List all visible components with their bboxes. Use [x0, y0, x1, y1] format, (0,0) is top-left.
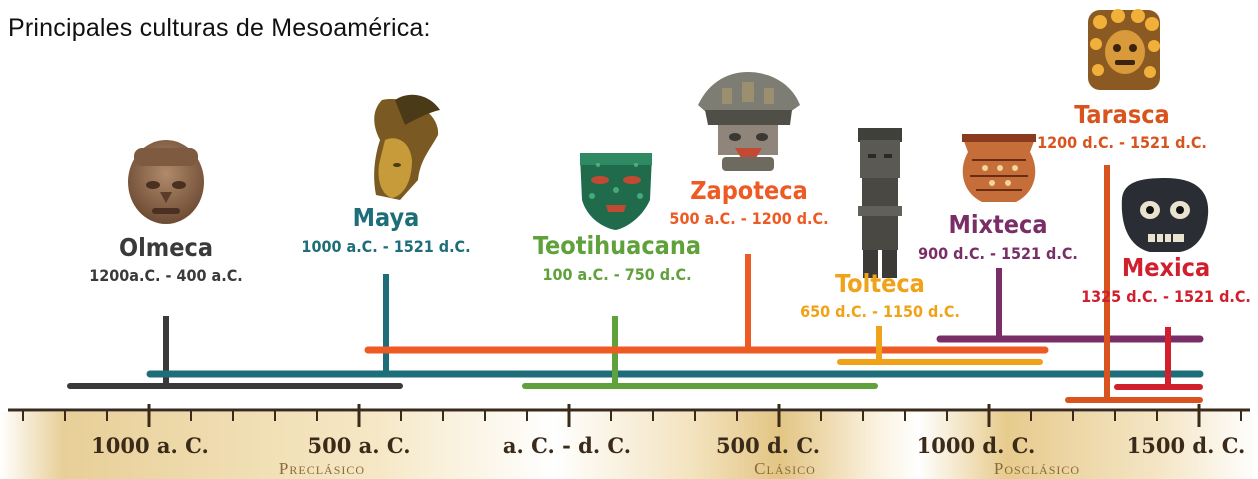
culture-name-mexica: Mexica — [1122, 253, 1210, 282]
culture-name-tolteca: Tolteca — [835, 269, 925, 298]
maya-head-image — [374, 95, 440, 200]
scale-label: a. C. - d. C. — [503, 433, 631, 458]
tarascan-figure-image — [1088, 9, 1160, 90]
culture-dates-zapoteca: 500 a.C. - 1200 d.C. — [669, 209, 828, 228]
culture-name-maya: Maya — [353, 203, 420, 232]
culture-dates-tolteca: 650 d.C. - 1150 d.C. — [800, 302, 960, 321]
culture-dates-mexica: 1325 d.C. - 1521 d.C. — [1081, 287, 1251, 306]
period-label: Posclásico — [994, 459, 1080, 478]
culture-name-tarasca: Tarasca — [1074, 100, 1169, 129]
scale-label: 1000 a. C. — [91, 433, 209, 458]
culture-name-teotihuacana: Teotihuacana — [533, 231, 701, 260]
mexica-skull-image — [1122, 178, 1208, 252]
culture-labels: Olmeca 1200a.C. - 400 a.C. Maya 1000 a.C… — [89, 100, 1251, 321]
period-label: Clásico — [754, 459, 816, 478]
teotihuacan-mask-image — [580, 153, 652, 230]
culture-dates-teotihuacana: 100 a.C. - 750 d.C. — [542, 265, 691, 284]
scale-label: 1500 d. C. — [1127, 433, 1246, 458]
culture-dates-tarasca: 1200 d.C. - 1521 d.C. — [1037, 133, 1207, 152]
toltec-atlante-image — [858, 128, 902, 278]
culture-name-olmeca: Olmeca — [119, 233, 213, 262]
culture-name-mixteca: Mixteca — [948, 210, 1047, 239]
culture-dates-maya: 1000 a.C. - 1521 d.C. — [301, 237, 470, 256]
culture-name-zapoteca: Zapoteca — [690, 176, 808, 205]
mixtec-vessel-image — [962, 134, 1036, 202]
zapotec-urn-image — [698, 72, 800, 171]
scale-label: 500 d. C. — [716, 433, 820, 458]
culture-dates-mixteca: 900 d.C. - 1521 d.C. — [918, 244, 1078, 263]
period-label: Preclásico — [279, 459, 365, 478]
scale-label: 500 a. C. — [307, 433, 410, 458]
olmec-head-image — [128, 140, 204, 224]
scale-label: 1000 d. C. — [917, 433, 1036, 458]
culture-dates-olmeca: 1200a.C. - 400 a.C. — [89, 266, 243, 285]
